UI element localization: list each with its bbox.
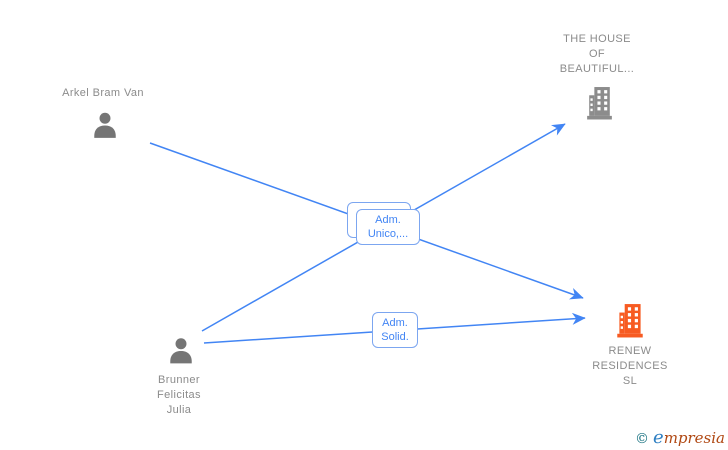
edge-badge-line: Adm. xyxy=(382,317,408,329)
node-label-line: Felicitas xyxy=(157,389,201,401)
copyright-icon: © xyxy=(635,431,650,447)
node-label-house[interactable]: THE HOUSE OF BEAUTIFUL... xyxy=(537,32,657,77)
empresia-logo: ©empresia xyxy=(635,427,725,448)
node-label-renew[interactable]: RENEW RESIDENCES SL xyxy=(570,344,690,389)
node-label-line: RESIDENCES xyxy=(592,360,668,372)
node-label-brunner[interactable]: Brunner Felicitas Julia xyxy=(119,373,239,418)
node-label-line: Julia xyxy=(166,404,192,416)
node-label-arkel[interactable]: Arkel Bram Van xyxy=(62,87,144,99)
building-icon[interactable] xyxy=(615,303,645,338)
node-label-line: RENEW xyxy=(608,345,652,357)
edge-badge-line: Unico,... xyxy=(367,228,409,240)
building-icon[interactable] xyxy=(584,86,615,120)
edge-badge-adm-solid[interactable]: Adm. Solid. xyxy=(372,312,418,348)
node-label-line: BEAUTIFUL... xyxy=(559,63,635,75)
node-label-line: OF xyxy=(588,48,606,60)
edge-badge-line: Solid. xyxy=(381,331,409,343)
edge-badge-line: Adm. xyxy=(375,214,401,226)
brand-text: mpresia xyxy=(663,429,725,447)
brand-initial: e xyxy=(653,427,664,448)
edge-badge-adm-unico[interactable]: Adm. Unico,... xyxy=(356,209,420,245)
node-label-line: Brunner xyxy=(158,374,200,386)
person-icon[interactable] xyxy=(167,335,195,366)
node-label-line: SL xyxy=(622,375,638,387)
person-icon[interactable] xyxy=(91,110,119,140)
node-label-line: THE HOUSE xyxy=(563,33,631,45)
